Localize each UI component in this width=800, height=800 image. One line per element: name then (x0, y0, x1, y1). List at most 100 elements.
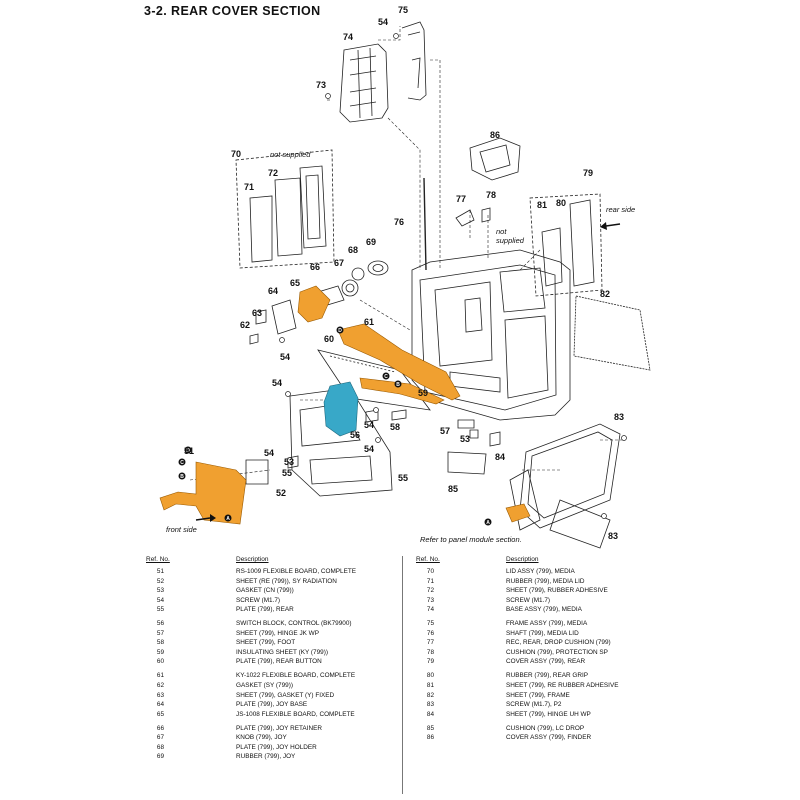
part-description: SHEET (799), HINGE JK WP (236, 629, 319, 637)
note-not: not (496, 227, 507, 236)
part-ref-no: 63 (156, 691, 164, 699)
parts-row: 67 KNOB (799), JOY (146, 733, 386, 743)
switch-block-56 (323, 381, 359, 437)
joy-rubber-69 (367, 260, 389, 276)
radiation-sheet-52 (245, 459, 269, 485)
part-ref-no: 79 (426, 658, 434, 666)
note-rear-side: rear side (606, 205, 635, 214)
part-ref-no: 80 (426, 672, 434, 680)
frame-sheet-82 (573, 295, 651, 371)
label-66: 66 (310, 262, 320, 272)
parts-row: 58 SHEET (799), FOOT (146, 638, 386, 648)
part-description: CUSHION (799), PROTECTION SP (506, 648, 608, 656)
label-53: 53 (460, 434, 470, 444)
part-ref-no: 83 (426, 701, 434, 709)
svg-text:B: B (180, 474, 184, 480)
part-ref-no: 58 (156, 639, 164, 647)
svg-text:A: A (226, 516, 230, 522)
label-72: 72 (268, 168, 278, 178)
page-title: 3-2. REAR COVER SECTION (144, 4, 321, 18)
part-ref-no: 81 (426, 682, 434, 690)
part-ref-no: 86 (426, 734, 434, 742)
column-divider (402, 556, 403, 794)
media-frame-assy-75 (401, 21, 427, 101)
part-description: SWITCH BLOCK, CONTROL (BK79900) (236, 620, 352, 628)
part-ref-no: 69 (156, 753, 164, 761)
part-description: PLATE (799), JOY HOLDER (236, 743, 317, 751)
part-description: SHAFT (799), MEDIA LID (506, 629, 579, 637)
part-ref-no: 85 (426, 724, 434, 732)
part-ref-no: 57 (156, 629, 164, 637)
part-description: SHEET (799), FOOT (236, 639, 296, 647)
part-ref-no: 53 (156, 587, 164, 595)
part-ref-no: 74 (426, 606, 434, 614)
parts-row: 59 INSULATING SHEET (KY (799)) (146, 648, 386, 658)
part-description: SHEET (799), GASKET (Y) FIXED (236, 691, 335, 699)
foot-sheet-58 (391, 409, 407, 421)
part-description: COVER ASSY (799), REAR (506, 658, 586, 666)
part-labels: 75 54 74 73 86 70 72 71 79 77 78 80 81 7… (184, 5, 624, 541)
lc-drop-cushion-85 (447, 451, 487, 475)
part-ref-no: 59 (156, 648, 164, 656)
label-76: 76 (394, 217, 404, 227)
note-supplied: supplied (496, 236, 525, 245)
description-header: Description (506, 556, 539, 563)
part-description: PLATE (799), JOY RETAINER (236, 724, 322, 732)
label-55b: 55 (398, 473, 408, 483)
rear-grip-rubber-80 (569, 199, 595, 287)
part-description: REC, REAR, DROP CUSHION (799) (506, 639, 611, 647)
label-74: 74 (343, 32, 353, 42)
label-77: 77 (456, 194, 466, 204)
note-front-side: front side (166, 525, 197, 534)
part-description: INSULATING SHEET (KY (799)) (236, 648, 328, 656)
screws (279, 33, 627, 519)
part-description: RS-1009 FLEXIBLE BOARD, COMPLETE (236, 568, 357, 575)
label-54f: 54 (264, 448, 274, 458)
part-ref-no: 68 (156, 743, 164, 751)
part-ref-no: 67 (156, 734, 164, 742)
parts-header-left: Ref. No. Description (146, 556, 386, 567)
part-ref-no: 77 (426, 639, 434, 647)
part-ref-no: 55 (156, 606, 164, 614)
svg-text:D: D (186, 448, 190, 454)
note-refer-panel: Refer to panel module section. (420, 535, 522, 544)
rear-side-arrow (605, 223, 621, 227)
part-description: SHEET (RE (799)), SY RADIATION (236, 577, 337, 585)
label-86: 86 (490, 130, 500, 140)
part-description: RUBBER (799), MEDIA LID (506, 577, 585, 585)
gasket-53 (287, 455, 299, 469)
media-lid-shaft-76 (423, 177, 427, 271)
rubber-adhesive-sheet-72 (274, 177, 303, 257)
joy-flexible-board-65 (297, 285, 331, 323)
parts-row: 57 SHEET (799), HINGE JK WP (146, 629, 386, 639)
label-57: 57 (440, 426, 450, 436)
part-ref-no: 64 (156, 701, 164, 709)
label-84: 84 (495, 452, 505, 462)
part-description: KNOB (799), JOY (236, 734, 287, 742)
media-lid-rubber-71 (249, 195, 273, 263)
part-description: LID ASSY (799), MEDIA (506, 568, 575, 575)
parts-header-right: Ref. No. Description (416, 556, 676, 567)
svg-text:B: B (396, 382, 400, 388)
label-62: 62 (240, 320, 250, 330)
label-54: 54 (378, 17, 388, 27)
insulating-sheet-59 (359, 377, 445, 405)
label-65: 65 (290, 278, 300, 288)
parts-row: 77 REC, REAR, DROP CUSHION (799) (416, 638, 676, 648)
label-75: 75 (398, 5, 408, 15)
part-ref-no: 82 (426, 691, 434, 699)
label-73: 73 (316, 80, 326, 90)
